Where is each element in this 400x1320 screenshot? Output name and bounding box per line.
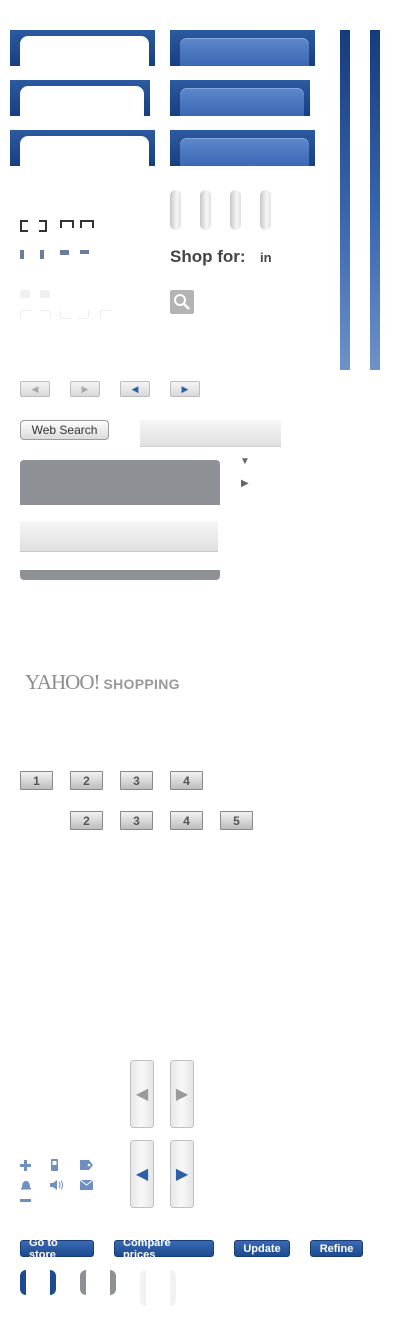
carousel-prev[interactable]: ◀ bbox=[130, 1140, 154, 1208]
light-bar bbox=[20, 521, 218, 552]
compare-prices-button[interactable]: Compare prices bbox=[114, 1237, 214, 1261]
speaker-icon bbox=[50, 1180, 63, 1190]
page-button[interactable]: 3 bbox=[120, 771, 153, 790]
blue-pill-frame bbox=[20, 1270, 56, 1295]
corner-sprites bbox=[20, 220, 100, 240]
left-arrow-icon: ◀ bbox=[135, 1086, 149, 1103]
prev-arrow-button-disabled[interactable]: ◀ bbox=[20, 381, 50, 397]
right-arrow-icon: ▶ bbox=[81, 383, 89, 394]
page-button[interactable]: 2 bbox=[70, 771, 103, 790]
update-button[interactable]: Update bbox=[234, 1240, 290, 1257]
page-button[interactable]: 1 bbox=[20, 771, 53, 790]
left-arrow-icon: ◀ bbox=[131, 383, 139, 394]
bell-icon bbox=[21, 1181, 31, 1190]
tab-frame-white-2 bbox=[10, 80, 150, 116]
faint-corner bbox=[78, 310, 89, 319]
dropdown-arrow-icon: ▼ bbox=[240, 456, 250, 467]
gray-footer-bar bbox=[20, 570, 220, 580]
yahoo-shopping-logo: YAHOO! SHOPPING bbox=[25, 670, 180, 695]
page-button[interactable]: 5 bbox=[220, 811, 253, 830]
logo-shopping-text: SHOPPING bbox=[103, 676, 180, 692]
left-arrow-icon: ◀ bbox=[31, 383, 39, 394]
gray-pill bbox=[200, 190, 211, 230]
go-to-store-button[interactable]: Go to store bbox=[20, 1237, 94, 1261]
light-pill-frame bbox=[140, 1270, 176, 1306]
sprite-block bbox=[80, 250, 89, 254]
right-arrow-icon: ▶ bbox=[175, 1166, 189, 1183]
vertical-bar-1 bbox=[340, 30, 350, 370]
page-button[interactable]: 4 bbox=[170, 811, 203, 830]
sprite-block bbox=[40, 250, 44, 259]
refine-button[interactable]: Refine bbox=[310, 1240, 363, 1257]
tab-frame-white-3 bbox=[10, 130, 155, 166]
web-search-button[interactable]: Web Search bbox=[20, 420, 109, 440]
vertical-bar-2 bbox=[370, 30, 380, 370]
page-button[interactable]: 4 bbox=[170, 771, 203, 790]
shop-in-label: in bbox=[260, 250, 272, 265]
sprite-block bbox=[60, 250, 69, 255]
carousel-prev-disabled[interactable]: ◀ bbox=[130, 1060, 154, 1128]
gray-pill bbox=[170, 190, 181, 230]
tab-frame-blue-2 bbox=[170, 80, 310, 116]
page-button[interactable]: 2 bbox=[70, 811, 103, 830]
tab-frame-white-1 bbox=[10, 30, 155, 66]
carousel-next[interactable]: ▶ bbox=[170, 1140, 194, 1208]
page-button[interactable]: 3 bbox=[120, 811, 153, 830]
search-input-background[interactable] bbox=[140, 420, 281, 447]
tab-frame-blue-3 bbox=[170, 130, 315, 166]
gray-pill bbox=[230, 190, 241, 230]
gray-pill bbox=[260, 190, 271, 230]
tab-frame-blue-1 bbox=[170, 30, 315, 66]
right-arrow-icon: ▶ bbox=[175, 1086, 189, 1103]
gray-header-panel bbox=[20, 460, 220, 505]
faint-corner bbox=[40, 290, 50, 298]
search-icon bbox=[174, 294, 190, 310]
prev-arrow-button[interactable]: ◀ bbox=[120, 381, 150, 397]
faint-corner bbox=[100, 310, 111, 319]
expand-arrow-icon: ▶ bbox=[241, 478, 249, 489]
next-arrow-button-disabled[interactable]: ▶ bbox=[70, 381, 100, 397]
logo-yahoo-text: YAHOO! bbox=[25, 670, 100, 694]
left-arrow-icon: ◀ bbox=[135, 1166, 149, 1183]
faint-corner bbox=[20, 310, 31, 319]
next-arrow-button[interactable]: ▶ bbox=[170, 381, 200, 397]
plus-icon bbox=[20, 1160, 31, 1171]
search-button[interactable] bbox=[170, 290, 194, 314]
phone-icon bbox=[51, 1159, 58, 1171]
faint-corner bbox=[60, 310, 71, 319]
carousel-next-disabled[interactable]: ▶ bbox=[170, 1060, 194, 1128]
sprite-block bbox=[20, 250, 24, 259]
minus-icon bbox=[20, 1199, 31, 1202]
faint-corner bbox=[40, 310, 51, 319]
tag-icon bbox=[80, 1160, 93, 1170]
shop-for-label: Shop for: bbox=[170, 247, 246, 266]
right-arrow-icon: ▶ bbox=[181, 383, 189, 394]
faint-corner bbox=[20, 290, 30, 298]
gray-pill-frame bbox=[80, 1270, 116, 1295]
mail-icon bbox=[80, 1180, 93, 1190]
